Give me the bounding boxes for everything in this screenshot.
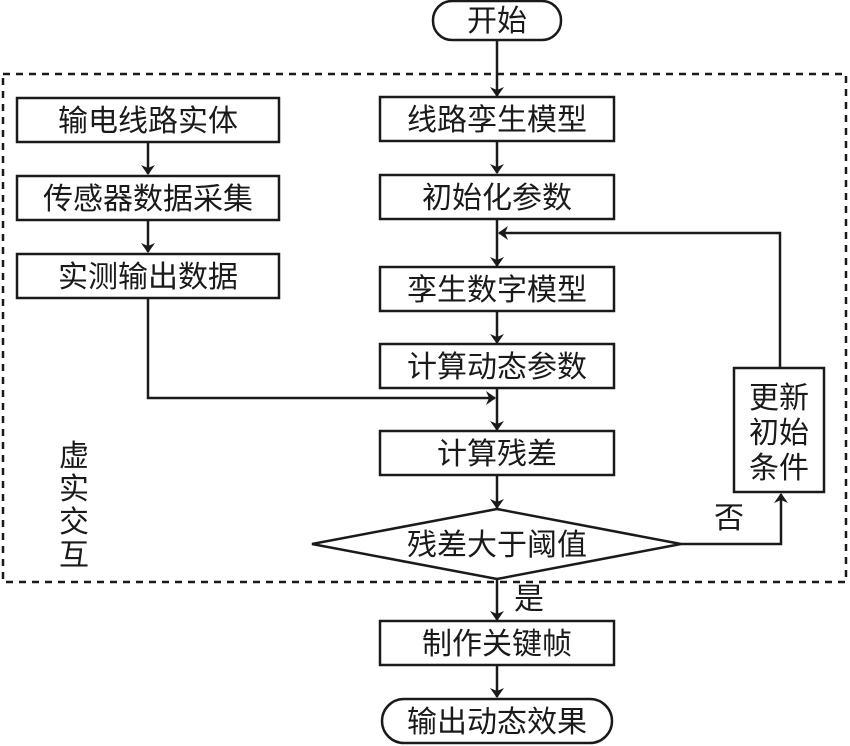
node-label: 实测输出数据 — [58, 260, 238, 295]
edge-label-yes: 是 — [514, 582, 544, 617]
group-label-char: 互 — [59, 538, 89, 573]
start-label: 开始 — [467, 4, 527, 39]
node-line-entity: 输电线路实体 — [15, 96, 281, 144]
node-calc-dynamic: 计算动态参数 — [378, 342, 616, 390]
edge-measured-to-residual — [146, 298, 496, 405]
decision-residual-threshold: 残差大于阈值 — [311, 507, 682, 581]
node-init-params: 初始化参数 — [378, 173, 616, 221]
node-label: 初始化参数 — [422, 181, 572, 216]
edge-decision-no-to-update — [681, 493, 788, 546]
node-sensor-collect: 传感器数据采集 — [15, 174, 281, 222]
node-label-line: 更新 — [749, 381, 809, 416]
group-label-char: 虚 — [59, 439, 89, 474]
group-label: 虚 实 交 互 — [59, 439, 89, 573]
node-label: 制作关键帧 — [422, 627, 572, 662]
start-terminal: 开始 — [431, 0, 563, 42]
node-measured-output: 实测输出数据 — [15, 252, 281, 300]
node-label: 计算动态参数 — [407, 350, 587, 385]
node-label-line: 条件 — [749, 451, 809, 486]
end-terminal: 输出动态效果 — [380, 697, 614, 745]
node-label: 输电线路实体 — [58, 104, 238, 139]
group-label-char: 实 — [59, 472, 89, 507]
decision-label: 残差大于阈值 — [407, 528, 587, 563]
node-keyframe: 制作关键帧 — [378, 619, 616, 667]
edge-label-no: 否 — [714, 501, 744, 536]
virtual-real-interaction-region — [1, 72, 848, 584]
connectors — [141, 40, 788, 698]
node-digital-twin: 孪生数字模型 — [378, 265, 616, 313]
group-label-char: 交 — [59, 505, 89, 540]
edge-update-to-digital-twin-loop — [498, 226, 782, 368]
node-update-conditions: 更新 初始 条件 — [732, 366, 826, 494]
node-label: 线路孪生模型 — [407, 103, 587, 138]
node-label: 传感器数据采集 — [43, 182, 253, 217]
node-label: 计算残差 — [437, 437, 557, 472]
end-label: 输出动态效果 — [407, 705, 587, 740]
node-calc-residual: 计算残差 — [378, 429, 616, 477]
node-label-line: 初始 — [749, 416, 809, 451]
node-label: 孪生数字模型 — [407, 273, 587, 308]
node-twin-model: 线路孪生模型 — [378, 95, 616, 143]
